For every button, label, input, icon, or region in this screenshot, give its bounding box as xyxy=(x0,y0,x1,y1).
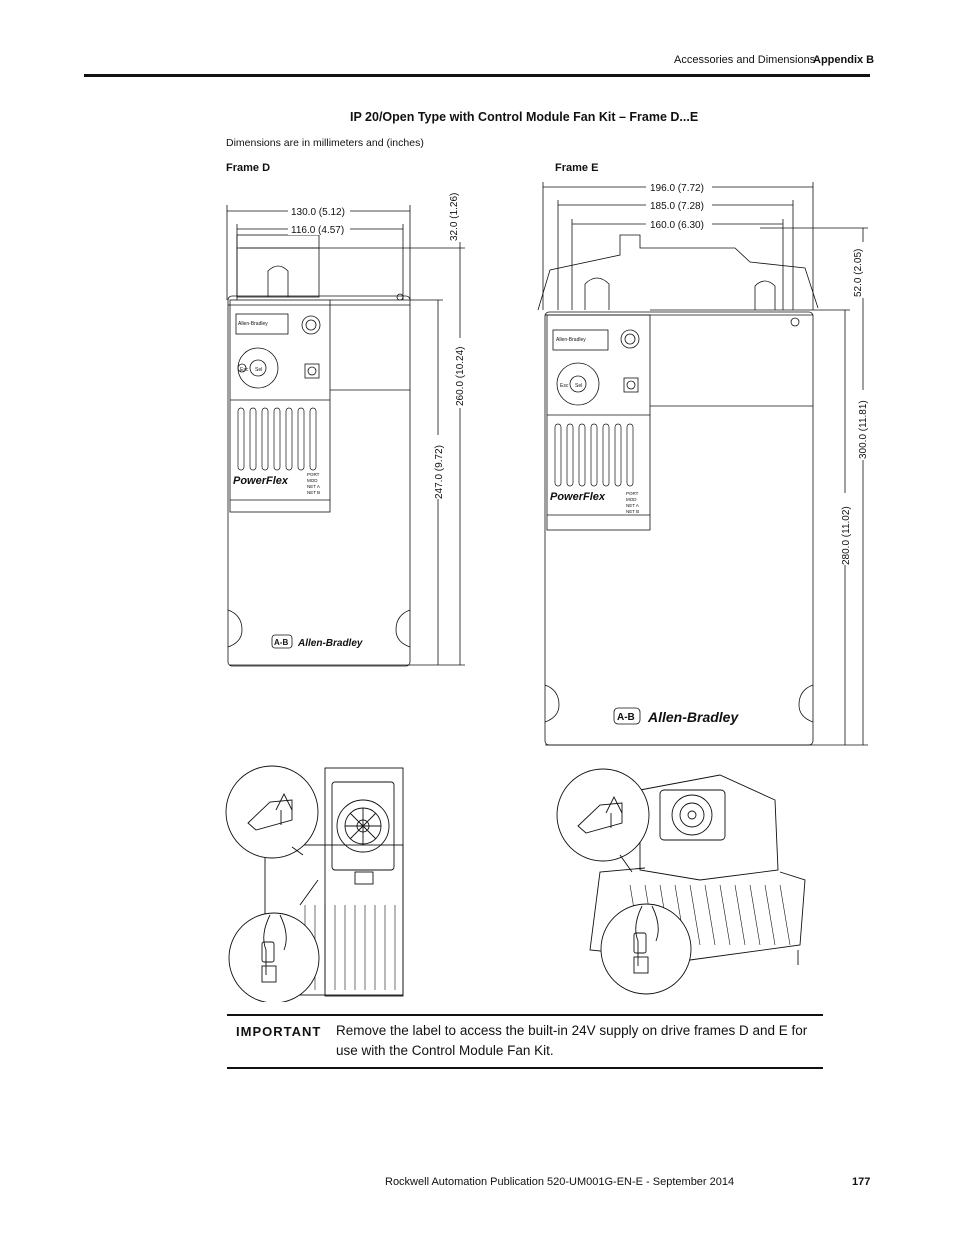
frame-e-width-inner: 160.0 (6.30) xyxy=(650,220,704,231)
frame-d-led-netb: NET B xyxy=(307,490,320,495)
header-rule xyxy=(84,74,870,77)
frame-d-led-neta: NET A xyxy=(307,484,320,489)
frame-e-drawing: 196.0 (7.72) 185.0 (7.28) 160.0 (6.30) 5… xyxy=(537,180,869,746)
header-section: Accessories and Dimensions xyxy=(674,54,816,66)
frame-e-powerflex: PowerFlex xyxy=(550,491,606,503)
frame-e-small-logo: Allen-Bradley xyxy=(556,337,586,343)
figure-title: IP 20/Open Type with Control Module Fan … xyxy=(350,110,699,124)
header-appendix: Appendix B xyxy=(813,54,875,66)
important-text: Remove the label to access the built-in … xyxy=(336,1023,808,1058)
footer-publication: Rockwell Automation Publication 520-UM00… xyxy=(385,1176,735,1188)
frame-e-led-port: PORT xyxy=(626,491,639,496)
important-top-rule xyxy=(227,1014,823,1016)
frame-d-height-overall: 260.0 (10.24) xyxy=(455,347,466,407)
frame-e-label: Frame E xyxy=(555,162,599,174)
frame-e-height-overall: 300.0 (11.81) xyxy=(858,400,869,459)
frame-d-width-inner: 116.0 (4.57) xyxy=(291,225,344,236)
frame-d-install-illustration xyxy=(225,765,404,1002)
frame-e-width-overall: 196.0 (7.72) xyxy=(650,183,704,194)
frame-d-ab-mark: A-B xyxy=(274,638,288,647)
frame-d-led-port: PORT xyxy=(307,472,320,477)
frame-e-fan-height: 52.0 (2.05) xyxy=(853,249,864,297)
frame-e-ab-mark: A-B xyxy=(617,712,635,723)
frame-e-width-mid: 185.0 (7.28) xyxy=(650,201,704,212)
important-bottom-rule xyxy=(227,1067,823,1069)
frame-d-height-body: 247.0 (9.72) xyxy=(434,445,445,499)
page-number: 177 xyxy=(852,1176,871,1188)
units-note: Dimensions are in millimeters and (inche… xyxy=(226,137,424,149)
frame-d-label: Frame D xyxy=(226,162,271,174)
frame-d-esc-key: Esc xyxy=(240,367,249,373)
frame-d-small-logo: Allen-Bradley xyxy=(238,321,268,327)
frame-d-led-mod: MOD xyxy=(307,478,318,483)
frame-d-brand: Allen-Bradley xyxy=(297,638,363,649)
important-label: IMPORTANT xyxy=(236,1024,322,1039)
frame-e-install-illustration xyxy=(556,768,806,995)
frame-d-sel-key: Sel xyxy=(255,367,262,373)
frame-e-sel-key: Sel xyxy=(575,383,582,389)
frame-e-led-neta: NET A xyxy=(626,503,639,508)
frame-e-brand: Allen-Bradley xyxy=(647,709,739,725)
frame-d-width-overall: 130.0 (5.12) xyxy=(291,207,345,218)
frame-e-led-netb: NET B xyxy=(626,509,639,514)
frame-e-led-mod: MOD xyxy=(626,497,637,502)
frame-e-esc-key: Esc xyxy=(560,383,569,389)
frame-d-fan-height: 32.0 (1.26) xyxy=(449,193,460,241)
frame-e-height-body: 280.0 (11.02) xyxy=(841,506,852,565)
frame-d-powerflex: PowerFlex xyxy=(233,475,289,487)
frame-d-drawing: 130.0 (5.12) 116.0 (4.57) 32.0 (1.26) 26… xyxy=(226,186,466,667)
